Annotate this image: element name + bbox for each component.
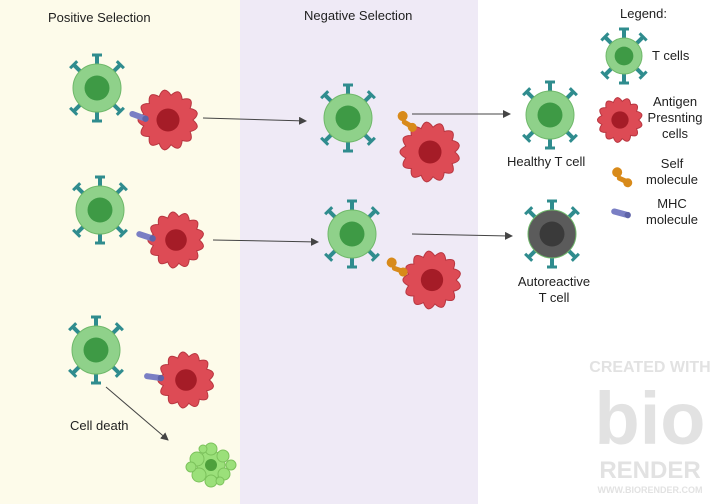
watermark-url: WWW.BIORENDER.COM (598, 485, 703, 495)
positive-mhc-1 (129, 110, 149, 122)
positive-mhc-2 (136, 231, 156, 242)
healthy-t-cell (522, 80, 578, 150)
autoreactive-label-line2: T cell (538, 290, 570, 305)
positive-t-cell-3 (68, 315, 124, 385)
positive-selection-title: Positive Selection (48, 10, 151, 25)
cell-death-label: Cell death (70, 418, 129, 433)
negative-self-molecule-2 (386, 257, 408, 277)
watermark-line1: CREATED WITH (589, 359, 710, 376)
positive-apc-3 (157, 351, 214, 409)
negative-selection-title: Negative Selection (304, 8, 413, 23)
legend-mhc-icon (611, 208, 631, 219)
arrow-positive-1 (202, 116, 307, 125)
legend-t-cells-label: T cells (652, 48, 690, 63)
negative-apc-1 (399, 121, 460, 183)
dead-cell (185, 442, 237, 488)
biorender-watermark: CREATED WITH bio RENDER WWW.BIORENDER.CO… (589, 359, 710, 495)
autoreactive-t-cell (524, 199, 580, 269)
legend-self-line2: molecule (645, 172, 699, 187)
legend-apc-line2: Presnting (647, 110, 703, 125)
legend-apc-line1: Antigen (652, 94, 698, 109)
legend-mhc-line1: MHC (657, 196, 687, 211)
negative-apc-2 (402, 250, 461, 310)
positive-t-cell-2 (72, 175, 128, 245)
watermark-logo: bio (595, 377, 706, 460)
negative-t-cell-1 (320, 83, 376, 153)
legend-title: Legend: (620, 6, 667, 21)
healthy-t-cell-label: Healthy T cell (507, 154, 586, 169)
watermark-line2: RENDER (599, 457, 700, 484)
positive-t-cell-1 (69, 53, 125, 123)
arrow-cell-death (105, 386, 169, 441)
legend-panel (478, 0, 720, 504)
legend-self-molecule-icon (612, 167, 633, 188)
autoreactive-label-line1: Autoreactive (517, 274, 591, 289)
legend-apc-icon (596, 97, 643, 143)
positive-apc-2 (147, 211, 204, 269)
legend-apc-line3: cells (661, 126, 688, 141)
negative-t-cell-2 (324, 199, 380, 269)
legend-self-line1: Self (660, 156, 684, 171)
arrow-to-autoreactive (411, 231, 513, 240)
positive-apc-1 (137, 89, 198, 151)
negative-self-molecule-1 (397, 111, 417, 132)
arrow-positive-2 (212, 237, 319, 246)
legend-mhc-line2: molecule (645, 212, 699, 227)
legend-t-cell-icon (600, 27, 648, 85)
positive-mhc-3 (144, 373, 165, 382)
